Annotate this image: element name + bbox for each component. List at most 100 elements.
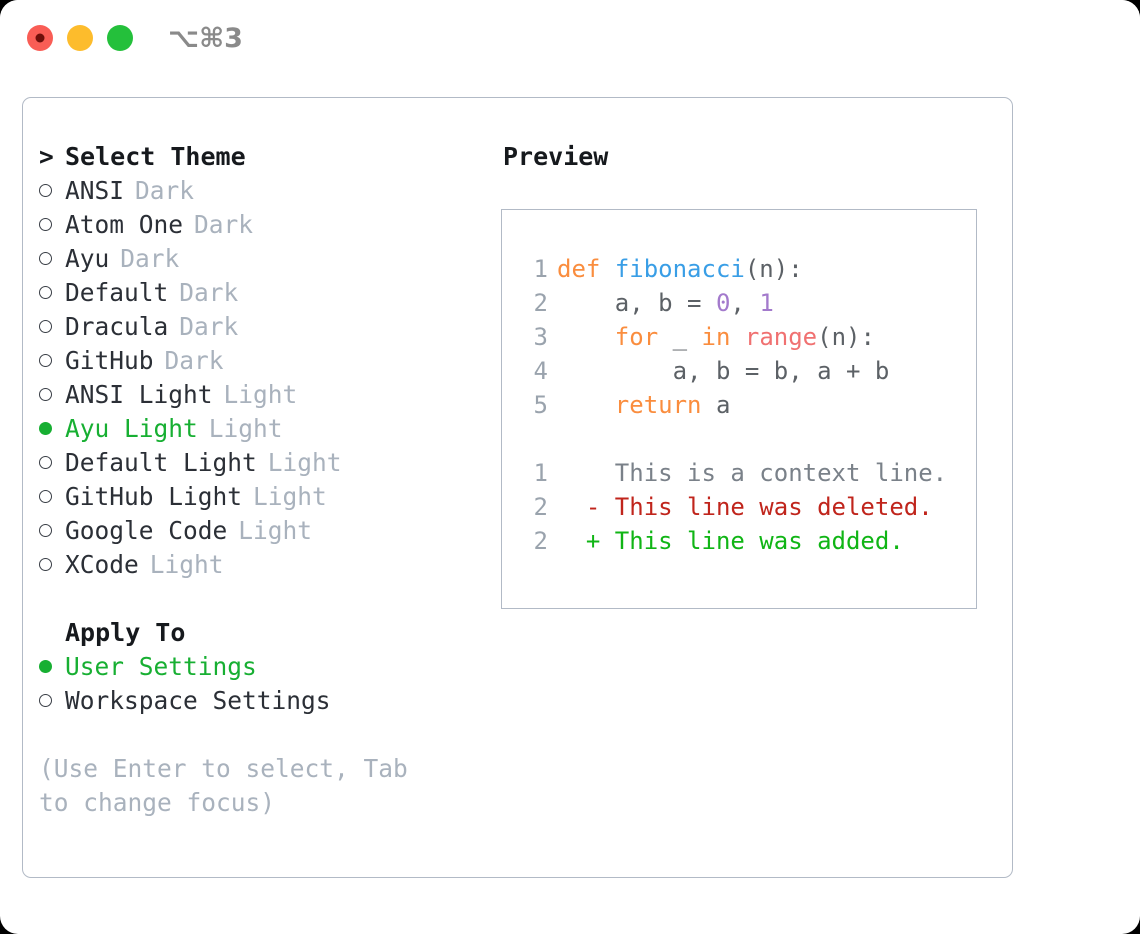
theme-option-name: ANSI Light <box>65 380 213 409</box>
radio-unselected-icon[interactable] <box>39 378 65 412</box>
code-line: 4 a, b = b, a + b <box>502 354 976 388</box>
code-token <box>557 391 615 419</box>
theme-option-row[interactable]: GitHub Dark <box>39 344 489 378</box>
diff-sample: 1 This is a context line.2 - This line w… <box>502 456 976 558</box>
diff-text: This is a context line. <box>614 459 948 487</box>
radio-dot <box>39 319 52 333</box>
diff-line: 2 - This line was deleted. <box>502 490 976 524</box>
theme-option-kind: Dark <box>135 176 195 205</box>
theme-option-kind: Dark <box>179 312 239 341</box>
diff-sign <box>557 459 615 487</box>
theme-option-row[interactable]: XCode Light <box>39 548 489 582</box>
diff-text: This line was deleted. <box>614 493 933 521</box>
preview-gap <box>502 422 976 456</box>
code-token: a, b = b, a + b <box>557 357 890 385</box>
title-bar: ⌥⌘3 <box>0 0 1140 78</box>
code-token <box>600 255 614 283</box>
line-number: 3 <box>533 323 548 351</box>
select-theme-header: >Select Theme <box>39 140 489 174</box>
diff-line: 1 This is a context line. <box>502 456 976 490</box>
theme-option-kind: Dark <box>179 278 239 307</box>
radio-unselected-icon[interactable] <box>39 310 65 344</box>
theme-option-kind: Light <box>223 380 298 409</box>
theme-option-kind: Light <box>238 516 313 545</box>
apply-to-option-label: User Settings <box>65 652 257 681</box>
radio-unselected-icon[interactable] <box>39 684 65 718</box>
theme-option-row[interactable]: Ayu Light Light <box>39 412 489 446</box>
theme-option-kind: Light <box>149 550 224 579</box>
radio-unselected-icon[interactable] <box>39 242 65 276</box>
code-token: 0 <box>715 289 731 317</box>
radio-dot <box>39 285 52 299</box>
theme-option-kind: Dark <box>120 244 180 273</box>
theme-option-name: XCode <box>65 550 139 579</box>
theme-option-name: GitHub Light <box>65 482 243 511</box>
theme-option-name: Ayu Light <box>65 414 198 443</box>
radio-dot <box>39 659 52 673</box>
code-token: a <box>701 391 731 419</box>
theme-option-row[interactable]: GitHub Light Light <box>39 480 489 514</box>
theme-option-row[interactable]: ANSI Light Light <box>39 378 489 412</box>
radio-unselected-icon[interactable] <box>39 480 65 514</box>
maximize-button-icon[interactable] <box>107 25 133 51</box>
radio-selected-icon[interactable] <box>39 650 65 684</box>
close-button-icon[interactable] <box>27 25 53 51</box>
code-token <box>730 323 744 351</box>
theme-option-name: GitHub <box>65 346 154 375</box>
code-token: def <box>557 255 601 283</box>
radio-unselected-icon[interactable] <box>39 174 65 208</box>
code-token: in <box>701 323 731 351</box>
theme-option-kind: Dark <box>164 346 224 375</box>
radio-unselected-icon[interactable] <box>39 208 65 242</box>
radio-dot <box>39 693 52 707</box>
theme-option-row[interactable]: Default Dark <box>39 276 489 310</box>
keyboard-hint-text: (Use Enter to select, Tab to change focu… <box>39 754 408 817</box>
radio-unselected-icon[interactable] <box>39 276 65 310</box>
radio-unselected-icon[interactable] <box>39 446 65 480</box>
radio-unselected-icon[interactable] <box>39 514 65 548</box>
theme-option-kind: Light <box>208 414 283 443</box>
radio-dot <box>39 183 52 197</box>
apply-to-option-row[interactable]: Workspace Settings <box>39 684 489 718</box>
select-theme-title: Select Theme <box>65 142 246 171</box>
line-number: 5 <box>533 391 548 419</box>
code-token: a, b = <box>557 289 716 317</box>
apply-to-option-label: Workspace Settings <box>65 686 331 715</box>
radio-dot <box>39 489 52 503</box>
radio-selected-icon[interactable] <box>39 412 65 446</box>
radio-unselected-icon[interactable] <box>39 344 65 378</box>
diff-sign: + <box>557 527 615 555</box>
code-line: 5 return a <box>502 388 976 422</box>
code-token: _ <box>658 323 702 351</box>
radio-dot <box>39 557 52 571</box>
code-line: 3 for _ in range(n): <box>502 320 976 354</box>
radio-dot <box>39 353 52 367</box>
minimize-button-icon[interactable] <box>67 25 93 51</box>
theme-option-kind: Light <box>253 482 327 511</box>
radio-dot <box>39 523 52 537</box>
radio-unselected-icon[interactable] <box>39 548 65 582</box>
traffic-lights <box>27 25 133 51</box>
diff-line: 2 + This line was added. <box>502 524 976 558</box>
list-gap <box>39 582 489 616</box>
diff-text: This line was added. <box>614 527 904 555</box>
apply-to-option-row[interactable]: User Settings <box>39 650 489 684</box>
code-token: return <box>614 391 702 419</box>
theme-option-name: Default <box>65 278 169 307</box>
theme-option-name: Default Light <box>65 448 257 477</box>
theme-option-kind: Dark <box>194 210 254 239</box>
